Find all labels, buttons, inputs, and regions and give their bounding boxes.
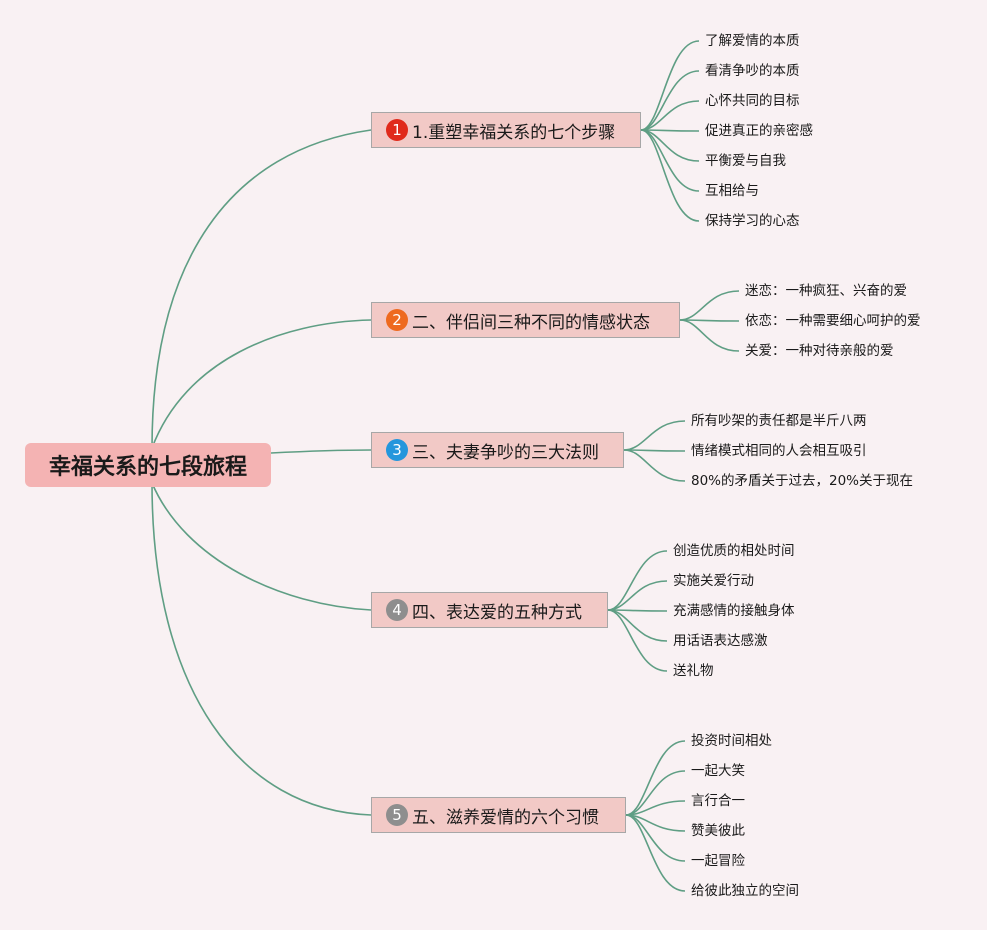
leaf-5-3[interactable]: 言行合一: [691, 793, 745, 809]
leaf-4-2[interactable]: 实施关爱行动: [673, 573, 754, 589]
connector-root-1: [151, 129, 372, 449]
connector-root-4: [151, 482, 372, 611]
leaf-1-1[interactable]: 了解爱情的本质: [705, 33, 800, 49]
number-badge-3: 3: [386, 439, 408, 461]
branch-5-label: 五、滋养爱情的六个习惯: [412, 807, 599, 828]
leaf-4-5[interactable]: 送礼物: [673, 663, 714, 679]
connector-3-2: [623, 449, 686, 452]
number-badge-5: 5: [386, 804, 408, 826]
connector-5-2: [625, 770, 686, 816]
connector-5-1: [625, 740, 686, 816]
connector-4-1: [607, 550, 668, 611]
leaf-1-2[interactable]: 看清争吵的本质: [705, 63, 800, 79]
connector-1-2: [640, 70, 700, 131]
leaf-4-1[interactable]: 创造优质的相处时间: [673, 543, 795, 559]
leaf-3-2[interactable]: 情绪模式相同的人会相互吸引: [691, 443, 867, 459]
number-badge-2: 2: [386, 309, 408, 331]
connector-1-4: [640, 129, 700, 132]
leaf-4-4[interactable]: 用话语表达感激: [673, 633, 768, 649]
leaf-1-7[interactable]: 保持学习的心态: [705, 213, 800, 229]
connector-5-6: [625, 814, 686, 892]
connector-4-3: [607, 609, 668, 612]
leaf-1-4[interactable]: 促进真正的亲密感: [705, 123, 813, 139]
connector-2-2: [679, 319, 740, 322]
connector-root-2: [151, 319, 372, 449]
leaf-5-2[interactable]: 一起大笑: [691, 763, 745, 779]
root-topic[interactable]: 幸福关系的七段旅程: [25, 443, 271, 487]
number-badge-4: 4: [386, 599, 408, 621]
leaf-1-6[interactable]: 互相给与: [705, 183, 759, 199]
leaf-4-3[interactable]: 充满感情的接触身体: [673, 603, 795, 619]
connector-5-5: [625, 814, 686, 862]
connector-root-3: [270, 449, 372, 454]
leaf-1-3[interactable]: 心怀共同的目标: [705, 93, 800, 109]
connector-1-3: [640, 100, 700, 131]
leaf-1-5[interactable]: 平衡爱与自我: [705, 153, 786, 169]
leaf-5-6[interactable]: 给彼此独立的空间: [691, 883, 799, 899]
leaf-5-4[interactable]: 赞美彼此: [691, 823, 745, 839]
branch-3-label: 三、夫妻争吵的三大法则: [412, 442, 599, 463]
leaf-2-3[interactable]: 关爱：一种对待亲般的爱: [745, 343, 894, 359]
connector-1-7: [640, 129, 700, 222]
connector-2-3: [679, 319, 740, 352]
leaf-3-1[interactable]: 所有吵架的责任都是半斤八两: [691, 413, 867, 429]
branch-2-label: 二、伴侣间三种不同的情感状态: [412, 312, 650, 333]
connector-4-5: [607, 609, 668, 672]
leaf-2-1[interactable]: 迷恋：一种疯狂、兴奋的爱: [745, 283, 907, 299]
branch-3[interactable]: 3 三、夫妻争吵的三大法则: [371, 432, 624, 468]
connector-1-1: [640, 40, 700, 131]
connector-4-2: [607, 580, 668, 611]
connector-3-3: [623, 449, 686, 482]
connector-root-5: [151, 482, 372, 816]
branch-1[interactable]: 1 1.重塑幸福关系的七个步骤: [371, 112, 641, 148]
leaf-2-2[interactable]: 依恋：一种需要细心呵护的爱: [745, 313, 921, 329]
branch-5[interactable]: 5 五、滋养爱情的六个习惯: [371, 797, 626, 833]
branch-1-label: 1.重塑幸福关系的七个步骤: [412, 122, 616, 143]
branch-4-label: 四、表达爱的五种方式: [412, 602, 582, 623]
branch-2[interactable]: 2 二、伴侣间三种不同的情感状态: [371, 302, 680, 338]
connector-2-1: [679, 290, 740, 321]
leaf-5-1[interactable]: 投资时间相处: [691, 733, 772, 749]
branch-4[interactable]: 4 四、表达爱的五种方式: [371, 592, 608, 628]
connector-3-1: [623, 420, 686, 451]
leaf-3-3[interactable]: 80%的矛盾关于过去，20%关于现在: [691, 473, 914, 489]
root-topic-label: 幸福关系的七段旅程: [48, 455, 247, 480]
number-badge-1: 1: [386, 119, 408, 141]
leaf-5-5[interactable]: 一起冒险: [691, 853, 745, 869]
